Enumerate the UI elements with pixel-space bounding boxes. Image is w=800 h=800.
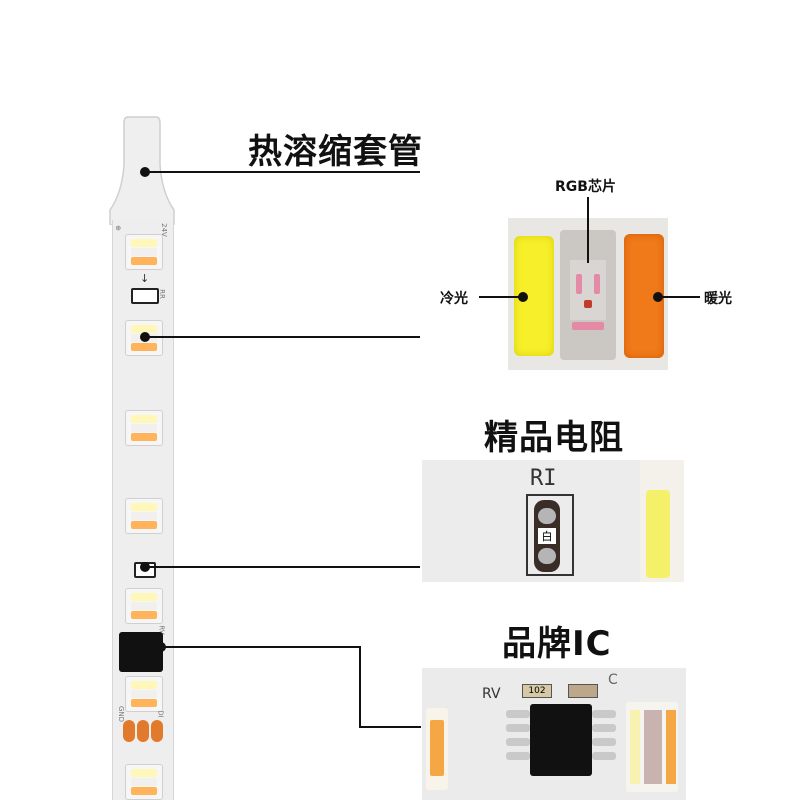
- solder-pad: [123, 720, 135, 742]
- led-warm-die: [430, 720, 444, 776]
- led-chip: [125, 676, 163, 712]
- ic-resistor: 102: [522, 684, 552, 698]
- callout-line-vertical: [359, 646, 361, 728]
- resistor-label: 精品电阻: [484, 418, 624, 458]
- small-resistor: [131, 288, 159, 304]
- led-chip: [125, 410, 163, 446]
- cold-pointer-dot: [518, 292, 528, 302]
- strip-r-mark: RR: [157, 289, 166, 299]
- warm-pointer-line: [658, 296, 700, 298]
- ic-closeup: RV 102 C: [422, 668, 686, 800]
- rgb-pointer-line: [587, 197, 589, 263]
- callout-line: [160, 646, 360, 648]
- small-ic-chip: [119, 632, 163, 672]
- led-chip: [125, 234, 163, 270]
- cold-pointer-line: [479, 296, 523, 298]
- heat-shrink-label: 热溶缩套管: [248, 132, 423, 172]
- ic-rv-mark: RV: [482, 686, 501, 702]
- rgb-chip-label: RGB芯片: [555, 179, 616, 195]
- ic-cap-mark: C: [608, 672, 618, 688]
- callout-line: [145, 566, 420, 568]
- brand-ic-label: 品牌IC: [502, 624, 612, 664]
- led-yellow-die: [646, 490, 670, 578]
- led-strip: ⊕ 24V ↓ RR RV GND DI: [112, 220, 174, 800]
- strip-gnd-mark: GND: [117, 705, 126, 723]
- arrow-down-icon: ↓: [140, 272, 150, 285]
- ic-chip: [530, 704, 592, 776]
- led-rgb-chip: [626, 702, 678, 792]
- led-chip: [125, 588, 163, 624]
- led-chip: [125, 498, 163, 534]
- solder-pad: [151, 720, 163, 742]
- solder-pad: [137, 720, 149, 742]
- strip-marking: ⊕: [113, 225, 122, 231]
- strip-din-mark: DI: [156, 710, 165, 718]
- callout-line: [145, 336, 420, 338]
- callout-line: [145, 171, 420, 173]
- cold-light-label: 冷光: [440, 291, 468, 307]
- led-chip: [125, 764, 163, 800]
- warm-light-label: 暖光: [704, 291, 732, 307]
- ic-capacitor: [568, 684, 598, 698]
- warm-pointer-dot: [653, 292, 663, 302]
- resistor-closeup: RI 白: [422, 460, 684, 582]
- callout-line: [359, 726, 421, 728]
- resistor-body: 白: [534, 500, 560, 572]
- resistor-code-mark: RI: [530, 466, 557, 491]
